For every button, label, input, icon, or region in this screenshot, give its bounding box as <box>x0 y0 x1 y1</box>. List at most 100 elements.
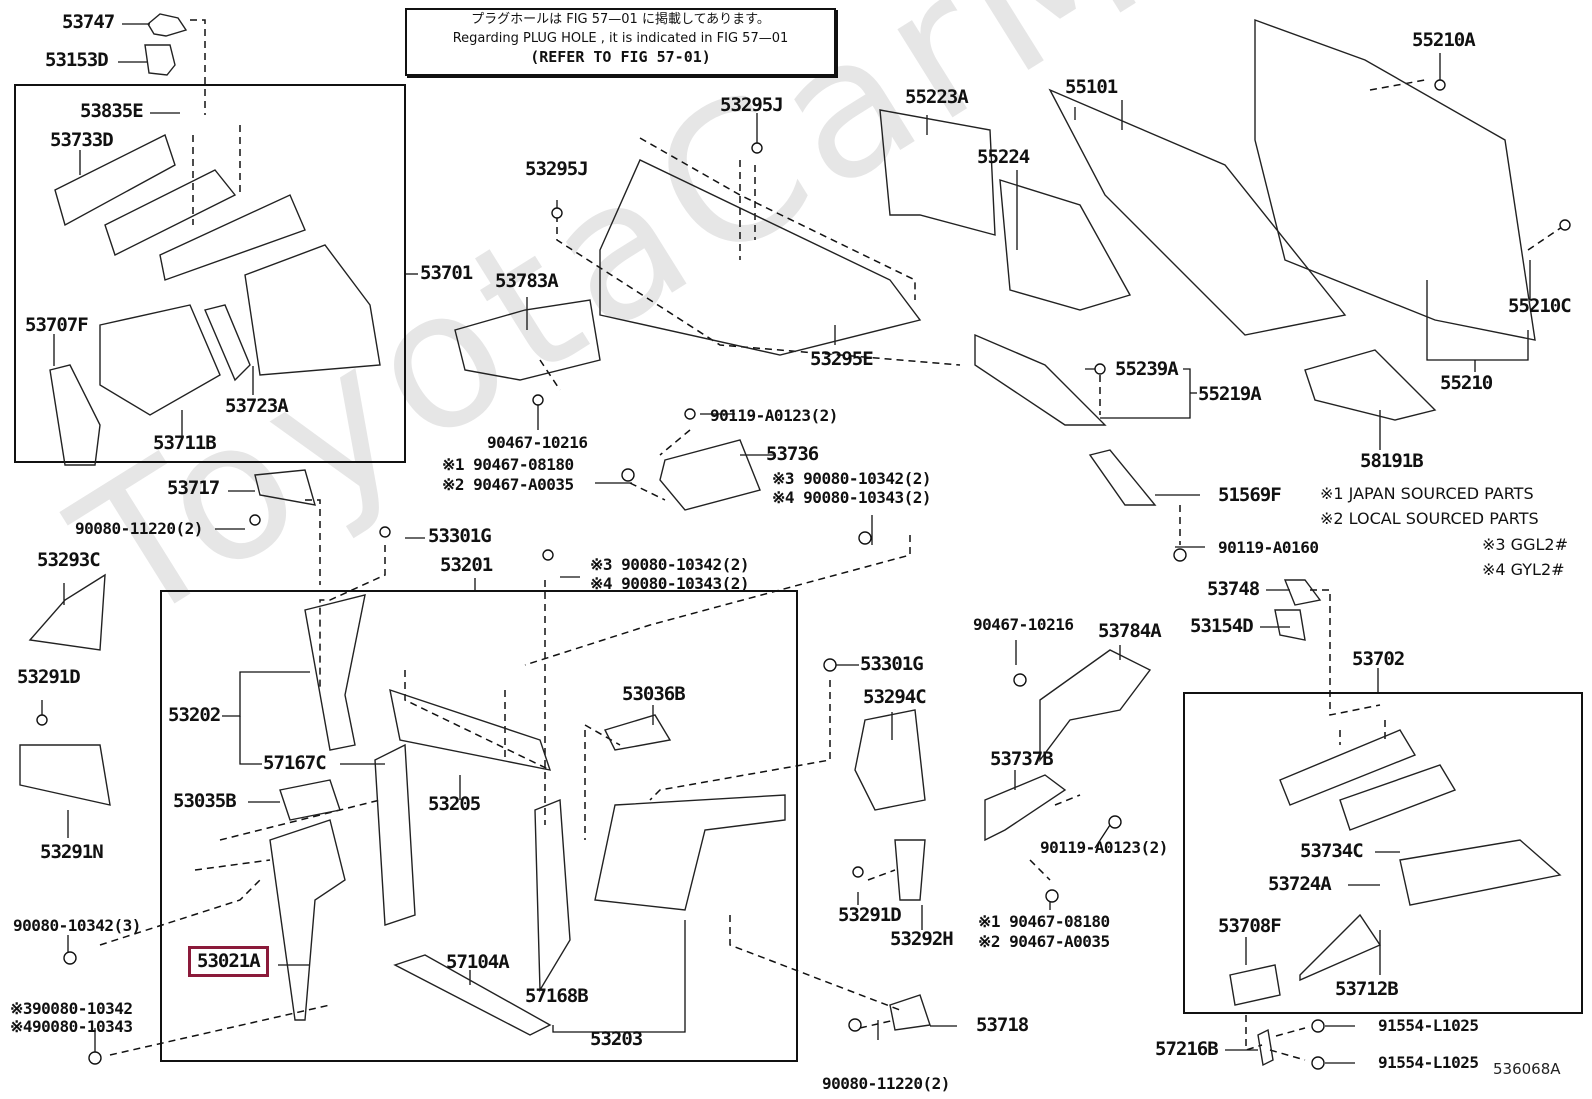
part-label-55210A[interactable]: 55210A <box>1412 29 1476 51</box>
part-label-90119-A0160[interactable]: 90119-A0160 <box>1218 538 1319 557</box>
part-label-s3-90080-10342-2[interactable]: ※3 90080-10342(2) <box>772 469 932 488</box>
part-label-53748[interactable]: 53748 <box>1207 578 1260 600</box>
part-label-53718[interactable]: 53718 <box>976 1014 1029 1036</box>
bolt-icon <box>848 1018 862 1032</box>
part-53733D <box>54 134 176 227</box>
part-53712B <box>1299 913 1382 982</box>
part-label-53733D[interactable]: 53733D <box>50 129 114 151</box>
part-label-53717[interactable]: 53717 <box>167 477 220 499</box>
part-label-55101[interactable]: 55101 <box>1065 76 1118 98</box>
part-label-53783A[interactable]: 53783A <box>495 270 559 292</box>
part-label-53734C[interactable]: 53734C <box>1300 840 1364 862</box>
part-label-53708F[interactable]: 53708F <box>1218 915 1282 937</box>
part-label-53701[interactable]: 53701 <box>420 262 473 284</box>
part-label-53737B[interactable]: 53737B <box>990 748 1054 770</box>
bolt-icon <box>858 531 872 545</box>
part-label-53784A[interactable]: 53784A <box>1098 620 1162 642</box>
clip-icon <box>1559 219 1571 231</box>
part-label-s4-90080-10343[interactable]: ※490080-10343 <box>10 1017 133 1036</box>
part-label-55219A[interactable]: 55219A <box>1198 383 1262 405</box>
part-57168B <box>534 798 571 993</box>
figure-number: 536068A <box>1493 1060 1561 1078</box>
part-label-s4-90080-10343-2[interactable]: ※4 90080-10343(2) <box>772 488 932 507</box>
part-label-s4-90080-10343-2[interactable]: ※4 90080-10343(2) <box>590 574 750 593</box>
part-label-53294C[interactable]: 53294C <box>863 686 927 708</box>
part-label-53736[interactable]: 53736 <box>766 443 819 465</box>
part-label-53712B[interactable]: 53712B <box>1335 978 1399 1000</box>
clip-icon <box>1094 363 1106 375</box>
part-label-53021A-highlighted[interactable]: 53021A <box>188 946 269 977</box>
part-label-s1-90467-08180[interactable]: ※1 90467-08180 <box>978 912 1110 931</box>
part-label-53711B[interactable]: 53711B <box>153 432 217 454</box>
bolt-icon <box>542 549 554 561</box>
part-label-91554-L1025[interactable]: 91554-L1025 <box>1378 1053 1479 1072</box>
part-label-90080-11220[interactable]: 90080-11220(2) <box>75 519 203 538</box>
part-label-53295J[interactable]: 53295J <box>525 158 589 180</box>
part-label-58191B[interactable]: 58191B <box>1360 450 1424 472</box>
part-53711B <box>99 304 221 416</box>
part-label-53293C[interactable]: 53293C <box>37 549 101 571</box>
part-label-53301G[interactable]: 53301G <box>428 525 492 547</box>
part-label-53707F[interactable]: 53707F <box>25 314 89 336</box>
part-label-57168B[interactable]: 57168B <box>525 985 589 1007</box>
part-label-55223A[interactable]: 55223A <box>905 86 969 108</box>
notice-japanese: プラグホールは FIG 57—01 に掲載してあります。 <box>471 12 770 27</box>
part-label-90467-10216[interactable]: 90467-10216 <box>973 615 1074 634</box>
part-label-57216B[interactable]: 57216B <box>1155 1038 1219 1060</box>
part-53701-tower <box>244 244 381 376</box>
part-51569F <box>1088 449 1157 506</box>
bolt-icon <box>621 468 635 482</box>
bolt-icon <box>1311 1019 1325 1033</box>
part-53718 <box>889 994 931 1031</box>
part-label-53295J[interactable]: 53295J <box>720 94 784 116</box>
part-55101 <box>1048 88 1347 336</box>
part-label-90119-A0123[interactable]: 90119-A0123(2) <box>1040 838 1168 857</box>
part-label-s2-90467-A0035[interactable]: ※2 90467-A0035 <box>978 932 1110 951</box>
part-label-53724A[interactable]: 53724A <box>1268 873 1332 895</box>
part-label-90080-10342-3[interactable]: 90080-10342(3) <box>13 916 141 935</box>
part-53783A <box>454 299 601 381</box>
bolt-icon <box>1045 889 1059 903</box>
part-53205 <box>389 688 552 771</box>
part-label-57104A[interactable]: 57104A <box>446 951 510 973</box>
notice-reference-link[interactable]: (REFER TO FIG 57-01) <box>530 48 711 66</box>
part-label-53153D[interactable]: 53153D <box>45 49 109 71</box>
part-label-53291N[interactable]: 53291N <box>40 841 104 863</box>
part-label-90119-A0123[interactable]: 90119-A0123(2) <box>710 406 838 425</box>
part-label-55239A[interactable]: 55239A <box>1115 358 1179 380</box>
part-label-s3-90080-10342[interactable]: ※390080-10342 <box>10 999 133 1018</box>
part-label-53301G[interactable]: 53301G <box>860 653 924 675</box>
part-label-53205[interactable]: 53205 <box>428 793 481 815</box>
part-label-53835E[interactable]: 53835E <box>80 100 144 122</box>
part-53203 <box>594 794 786 911</box>
part-label-53035B[interactable]: 53035B <box>173 790 237 812</box>
part-label-53295E[interactable]: 53295E <box>810 348 874 370</box>
part-label-91554-L1025[interactable]: 91554-L1025 <box>1378 1016 1479 1035</box>
part-label-53291D[interactable]: 53291D <box>17 666 81 688</box>
part-55223A <box>879 109 996 236</box>
part-label-53202[interactable]: 53202 <box>168 704 221 726</box>
part-label-55210[interactable]: 55210 <box>1440 372 1493 394</box>
part-label-90467-10216[interactable]: 90467-10216 <box>487 433 588 452</box>
bolt-icon <box>379 526 391 538</box>
part-label-53723A[interactable]: 53723A <box>225 395 289 417</box>
part-label-s3-90080-10342-2[interactable]: ※3 90080-10342(2) <box>590 555 750 574</box>
part-label-53036B[interactable]: 53036B <box>622 683 686 705</box>
part-label-53201[interactable]: 53201 <box>440 554 493 576</box>
part-label-53747[interactable]: 53747 <box>62 11 115 33</box>
part-label-53203[interactable]: 53203 <box>590 1028 643 1050</box>
part-57216B <box>1257 1028 1274 1067</box>
part-label-s2-90467-A0035[interactable]: ※2 90467-A0035 <box>442 475 574 494</box>
part-label-51569F[interactable]: 51569F <box>1218 484 1282 506</box>
part-label-55224[interactable]: 55224 <box>977 146 1030 168</box>
part-apron <box>159 194 306 281</box>
part-53717 <box>254 469 316 506</box>
part-label-53702[interactable]: 53702 <box>1352 648 1405 670</box>
part-label-53154D[interactable]: 53154D <box>1190 615 1254 637</box>
part-label-53291D[interactable]: 53291D <box>838 904 902 926</box>
part-label-55210C[interactable]: 55210C <box>1508 295 1572 317</box>
part-label-57167C[interactable]: 57167C <box>263 752 327 774</box>
part-label-90080-11220[interactable]: 90080-11220(2) <box>822 1074 950 1093</box>
part-label-53292H[interactable]: 53292H <box>890 928 954 950</box>
part-label-s1-90467-08180[interactable]: ※1 90467-08180 <box>442 455 574 474</box>
